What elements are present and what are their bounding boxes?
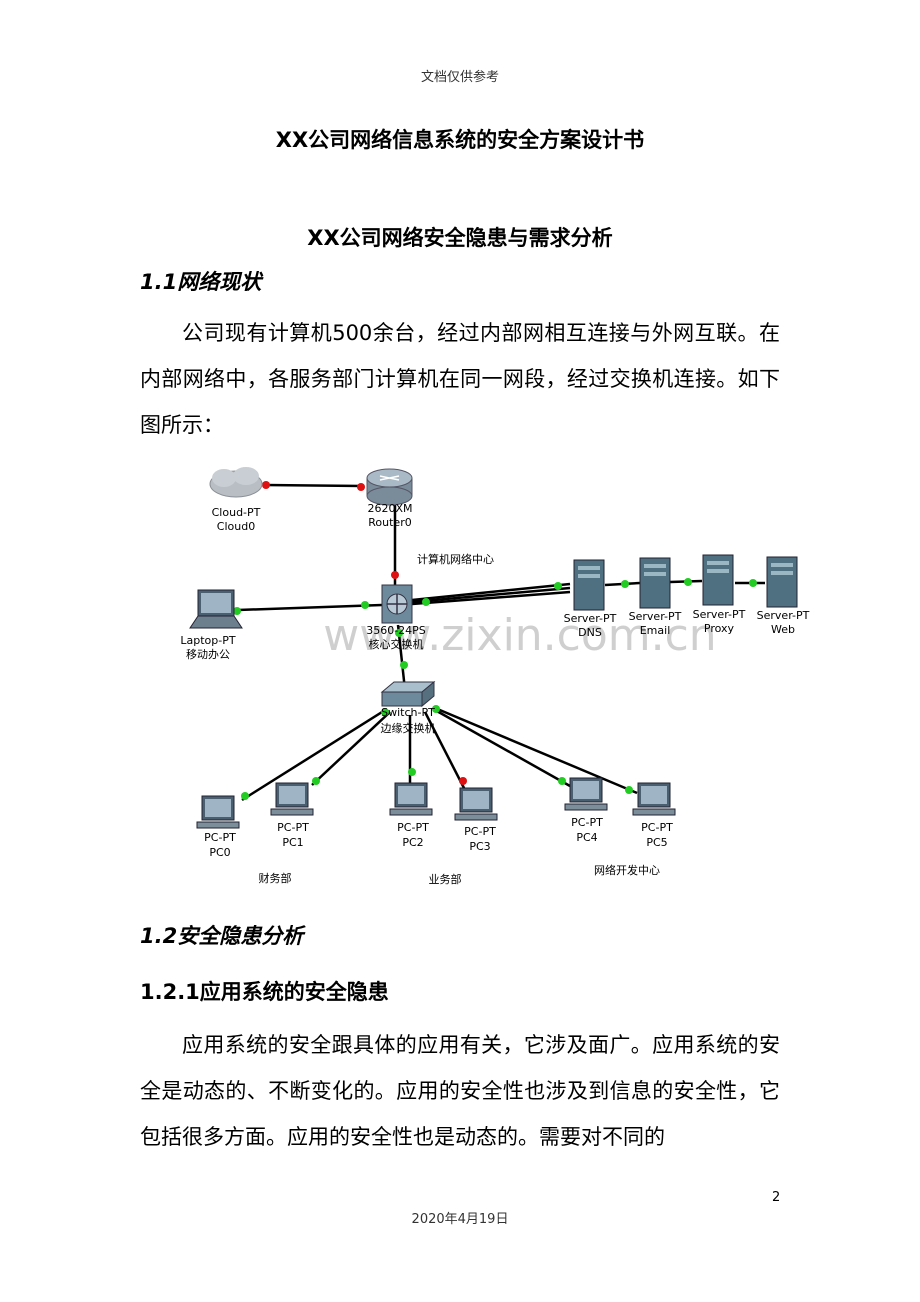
pc-type-label: PC-PT [464, 825, 496, 838]
server-name-label: Email [640, 624, 671, 637]
heading-1-2: 1.2安全隐患分析 [140, 924, 304, 948]
paragraph-network-status-text: 公司现有计算机500余台，经过内部网相互连接与外网互联。在内部网络中，各服务部门… [140, 321, 780, 437]
server-icon [639, 557, 671, 609]
link-dot [749, 579, 757, 587]
server-icon [573, 559, 605, 611]
server-name-label: DNS [578, 626, 602, 639]
pc-name-label: PC0 [209, 846, 230, 859]
link-dot [381, 708, 389, 716]
pc-type-label: PC-PT [397, 821, 429, 834]
router-icon [366, 468, 413, 506]
link-dot [684, 578, 692, 586]
header-note: 文档仅供参考 [420, 70, 499, 85]
link-dot [391, 571, 399, 579]
edge-switch-icon [380, 680, 436, 708]
pc-name-label: PC3 [469, 840, 490, 853]
server-type-label: Server-PT [757, 609, 810, 622]
laptop-name-label: 移动办公 [186, 648, 230, 661]
link-dot [395, 629, 403, 637]
laptop-type-label: Laptop-PT [180, 634, 235, 647]
link-dot [558, 777, 566, 785]
cloud-type-label: Cloud-PT [212, 506, 261, 519]
page-number: 2 [772, 1190, 781, 1205]
pc-type-label: PC-PT [641, 821, 673, 834]
link-dot [554, 582, 562, 590]
core-switch-name-label: 核心交换机 [369, 637, 424, 651]
link-dot [408, 768, 416, 776]
heading-1-1: 1.1网络现状 [140, 270, 262, 294]
document-title: XX公司网络信息系统的安全方案设计书 [275, 128, 645, 152]
router-name-label: Router0 [368, 516, 411, 529]
link-dot [241, 792, 249, 800]
link-dot [400, 661, 408, 669]
cloud-name-label: Cloud0 [217, 520, 255, 533]
server-name-label: Proxy [704, 622, 735, 635]
pc-type-label: PC-PT [571, 816, 603, 829]
pc-icon [389, 782, 433, 816]
pc-icon [196, 795, 240, 829]
pc-name-label: PC2 [402, 836, 423, 849]
server-type-label: Server-PT [629, 610, 682, 623]
pc-name-label: PC1 [282, 836, 303, 849]
server-icon [702, 554, 734, 606]
core-switch-type-label: 3560-24PS [366, 624, 426, 637]
link-dot [432, 705, 440, 713]
paragraph-app-security: 应用系统的安全跟具体的应用有关，它涉及面广。应用系统的安全是动态的、不断变化的。… [140, 1022, 780, 1160]
link-dot [233, 607, 241, 615]
section-title: XX公司网络安全隐患与需求分析 [307, 226, 613, 250]
edge-switch-name-label: 边缘交换机 [381, 721, 436, 735]
link-dot [625, 786, 633, 794]
pc-type-label: PC-PT [204, 831, 236, 844]
pc-icon [632, 782, 676, 816]
edge-switch-type-label: Switch-PT [381, 706, 435, 719]
link-status-dots [233, 481, 757, 800]
paragraph-app-security-text: 应用系统的安全跟具体的应用有关，它涉及面广。应用系统的安全是动态的、不断变化的。… [140, 1033, 780, 1149]
paragraph-network-status: 公司现有计算机500余台，经过内部网相互连接与外网互联。在内部网络中，各服务部门… [140, 310, 780, 448]
pc-name-label: PC4 [576, 831, 597, 844]
server-type-label: Server-PT [564, 612, 617, 625]
pc-icon [270, 782, 314, 816]
link-dot [361, 601, 369, 609]
pc-icon [564, 777, 608, 811]
server-name-label: Web [771, 623, 795, 636]
network-center-label: 计算机网络中心 [417, 552, 494, 566]
link-dot [357, 483, 365, 491]
laptop-icon [189, 589, 243, 629]
link-dot [422, 598, 430, 606]
link-dot [621, 580, 629, 588]
dept-finance-label: 财务部 [259, 871, 292, 885]
link-dot [312, 777, 320, 785]
link-dot [459, 777, 467, 785]
dept-business-label: 业务部 [429, 872, 462, 886]
dept-dev-label: 网络开发中心 [594, 863, 660, 877]
heading-1-2-1: 1.2.1应用系统的安全隐患 [140, 980, 389, 1004]
network-topology-diagram: www.zixin.com.cn [180, 467, 810, 886]
server-type-label: Server-PT [693, 608, 746, 621]
cloud-icon [209, 467, 263, 498]
core-switch-icon [381, 584, 413, 624]
cables [237, 483, 765, 802]
router-type-label: 2620XM [367, 502, 412, 515]
server-icon [766, 556, 798, 608]
link-dot [262, 481, 270, 489]
pc-type-label: PC-PT [277, 821, 309, 834]
pc-icon [454, 787, 498, 821]
footer-date: 2020年4月19日 [411, 1212, 509, 1227]
pc-name-label: PC5 [646, 836, 667, 849]
